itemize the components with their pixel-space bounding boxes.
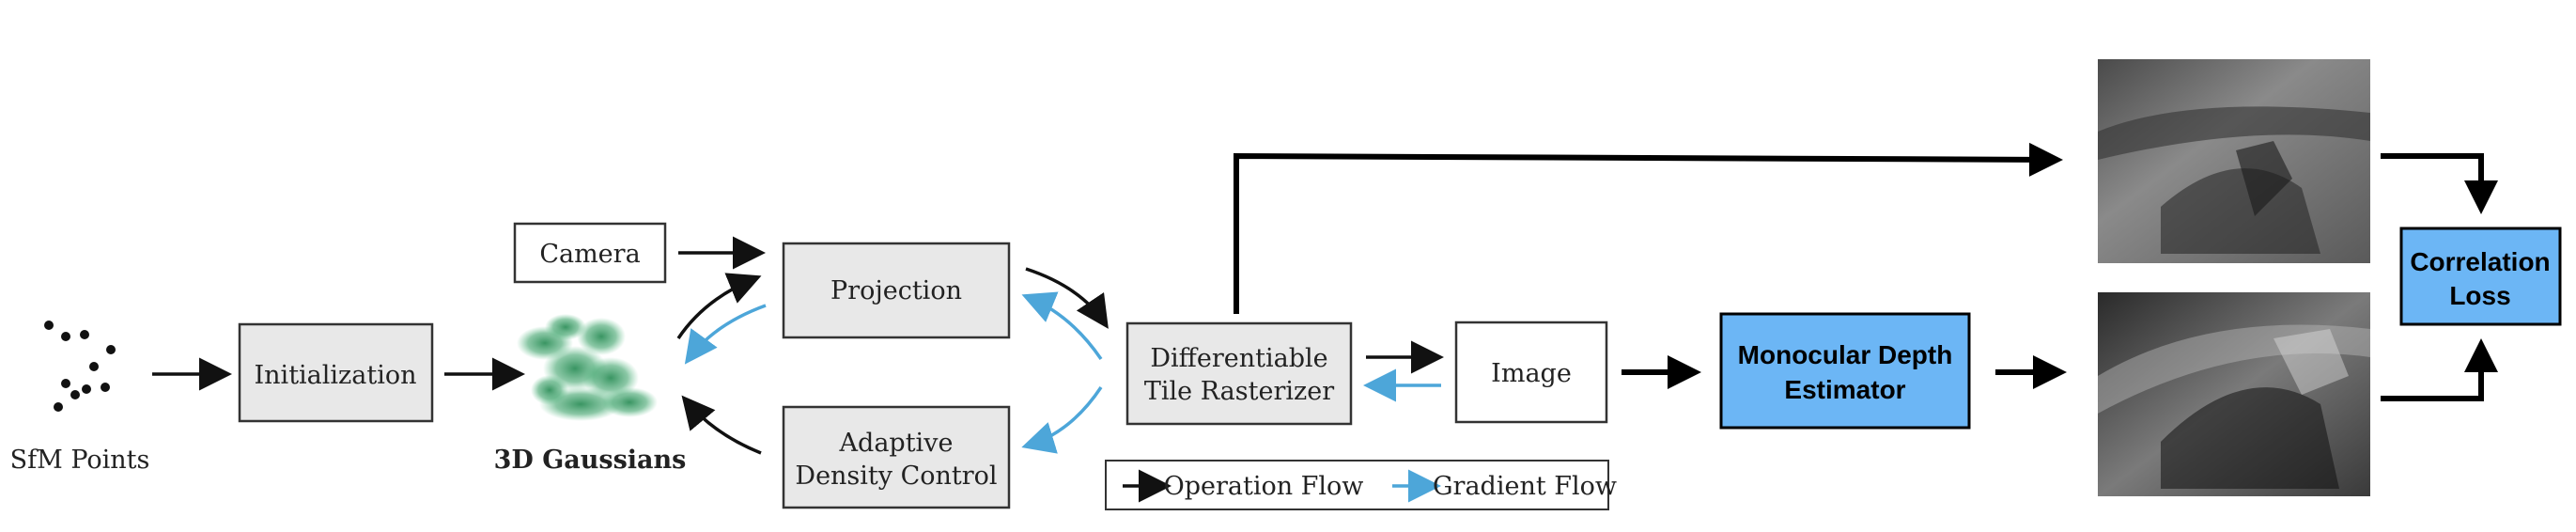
projection-label: Projection <box>830 276 962 305</box>
arrow-projection-to-rasterizer <box>1025 267 1109 329</box>
correlation-loss-label-1: Correlation <box>2410 247 2550 276</box>
initialization-label: Initialization <box>255 361 417 390</box>
arrow-rasterizer-to-rendered-depth <box>1234 142 2063 314</box>
gaussians-label: 3D Gaussians <box>494 446 687 475</box>
adaptive-density-box <box>782 405 1011 509</box>
gradient-rasterizer-to-projection <box>1021 291 1103 360</box>
adaptive-label-2: Density Control <box>795 462 997 491</box>
rasterizer-label-2: Tile Rasterizer <box>1144 377 1334 406</box>
image-box <box>1454 321 1608 424</box>
sfm-points-label: SfM Points <box>10 446 150 475</box>
initialization-box <box>238 322 434 423</box>
sfm-points-icon <box>44 321 116 412</box>
rasterizer-label-1: Differentiable <box>1150 344 1327 373</box>
depth-estimator-box <box>1719 312 1971 430</box>
legend-gradient-label: Gradient Flow <box>1433 472 1617 501</box>
camera-box <box>513 222 667 284</box>
legend-operation-label: Operation Flow <box>1164 472 1364 501</box>
arrow-rendered-depth-to-loss <box>2381 153 2498 214</box>
rendered-depth-map-image <box>2098 59 2370 263</box>
depth-estimator-label-2: Estimator <box>1784 375 1905 404</box>
correlation-loss-label-2: Loss <box>2449 281 2510 310</box>
estimated-depth-map-image <box>2098 292 2370 496</box>
arrow-estimated-depth-to-loss <box>2381 338 2498 401</box>
arrow-adaptive-to-gaussians <box>681 395 762 455</box>
depth-estimator-label-1: Monocular Depth <box>1738 340 1953 369</box>
arrow-gaussians-to-projection <box>676 273 762 339</box>
legend: Operation Flow Gradient Flow <box>1105 460 1617 510</box>
gradient-projection-to-gaussians <box>684 304 767 365</box>
adaptive-label-1: Adaptive <box>839 429 954 458</box>
rasterizer-box <box>1125 321 1353 426</box>
gradient-rasterizer-to-adaptive <box>1021 386 1103 454</box>
image-label: Image <box>1491 359 1572 388</box>
projection-box <box>782 242 1011 339</box>
correlation-loss-box <box>2399 227 2562 326</box>
camera-label: Camera <box>539 240 640 269</box>
gaussians-icon <box>517 314 658 421</box>
legend-box <box>1105 460 1609 510</box>
